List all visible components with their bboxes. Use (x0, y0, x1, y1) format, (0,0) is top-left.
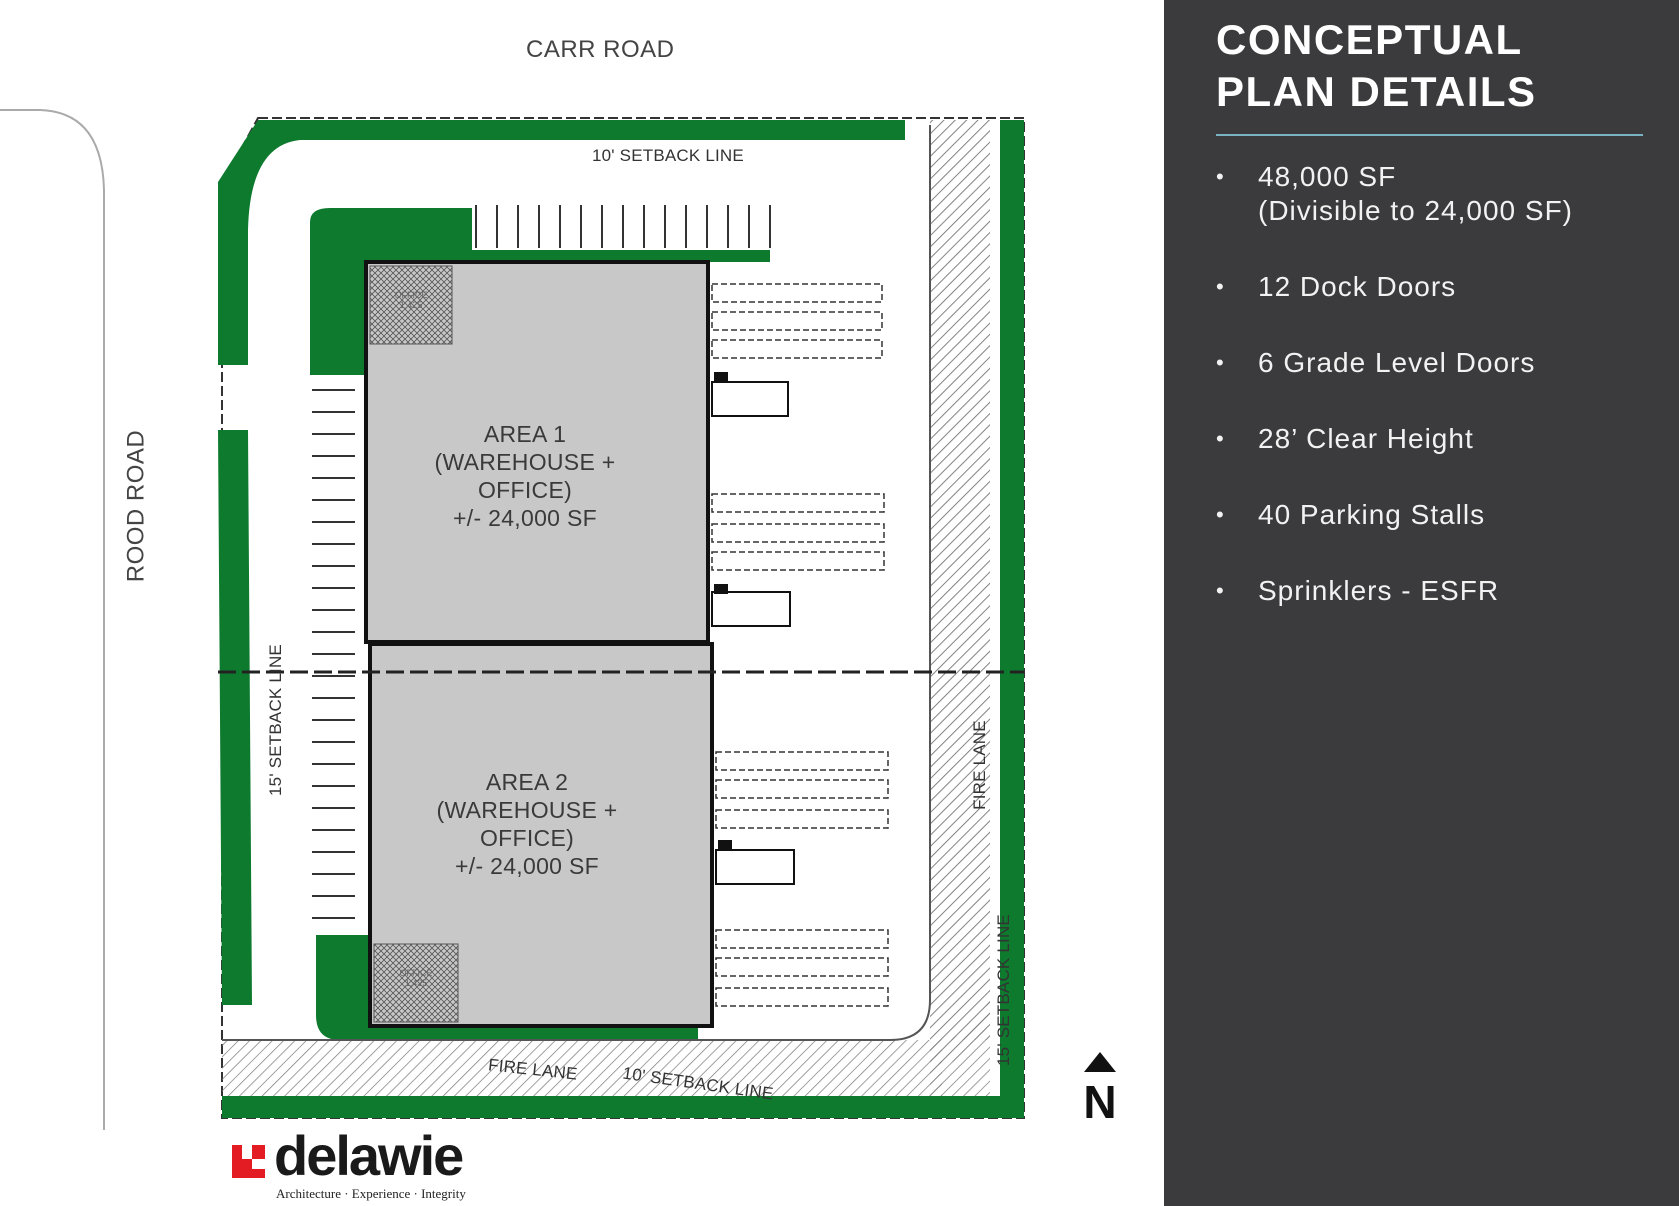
bullet-icon: • (1216, 426, 1225, 451)
north-arrow: N (1080, 1050, 1120, 1125)
grade-level-pads (711, 381, 795, 885)
detail-item-square-footage: • 48,000 SF (Divisible to 24,000 SF) (1216, 160, 1656, 228)
parking-north (475, 205, 771, 248)
area-2-size: +/- 24,000 SF (455, 853, 599, 879)
north-arrow-label: N (1083, 1076, 1117, 1128)
bullet-icon: • (1216, 274, 1225, 299)
landscape-east (1000, 120, 1024, 1118)
area-1-size: +/- 24,000 SF (453, 505, 597, 531)
area-2-label: AREA 2 (WAREHOUSE + OFFICE) +/- 24,000 S… (402, 768, 652, 880)
area-1-use: (WAREHOUSE + (434, 449, 616, 475)
detail-subtext: (Divisible to 24,000 SF) (1258, 195, 1574, 226)
west-setback-label: 15' SETBACK LINE (265, 644, 285, 796)
details-title: CONCEPTUAL PLAN DETAILS (1216, 16, 1537, 115)
east-fire-lane-label: FIRE LANE (969, 720, 989, 810)
area-1-use2: OFFICE) (477, 477, 573, 503)
site-plan: CARR ROAD ROOD ROAD 10' SETBACK LINE 15'… (0, 36, 1120, 1201)
delawie-logo-tagline: Architecture · Experience · Integrity (276, 1186, 466, 1201)
delawie-logo-word: delawie (274, 1124, 464, 1187)
detail-text: Sprinklers - ESFR (1258, 575, 1500, 606)
detail-item-sprinklers: • Sprinklers - ESFR (1216, 574, 1656, 608)
bullet-icon: • (1216, 578, 1225, 603)
delawie-logo: delawie Architecture · Experience · Inte… (232, 1126, 502, 1201)
detail-item-clear-height: • 28’ Clear Height (1216, 422, 1656, 456)
detail-text: 40 Parking Stalls (1258, 499, 1486, 530)
east-setback-label: 15' SETBACK LINE (993, 914, 1013, 1066)
detail-text: 12 Dock Doors (1258, 271, 1457, 302)
parking-west (312, 389, 355, 919)
plan-details-panel: CONCEPTUAL PLAN DETAILS • 48,000 SF (Div… (1164, 0, 1679, 1206)
details-list: • 48,000 SF (Divisible to 24,000 SF) • 1… (1216, 160, 1656, 650)
details-divider (1216, 134, 1643, 136)
landscape-building-southwest (316, 935, 698, 1040)
area-2-name: AREA 2 (485, 769, 569, 795)
detail-text: 48,000 SF (1258, 161, 1397, 192)
landscape-south (222, 1096, 1024, 1118)
carr-road-label: CARR ROAD (526, 36, 675, 63)
office-tag-area-1: OFFICE 1,425 (394, 290, 428, 310)
office-area-1 (369, 265, 453, 345)
site-plan-drawing (0, 109, 1025, 1130)
area-1-label: AREA 1 (WAREHOUSE + OFFICE) +/- 24,000 S… (400, 420, 650, 532)
rood-road-curb (0, 109, 105, 1130)
detail-text: 6 Grade Level Doors (1258, 347, 1536, 378)
fire-lane-south (222, 1040, 942, 1096)
landscape-building-north (310, 208, 770, 375)
office-tag-area-2: OFFICE 1,425 (399, 968, 433, 988)
detail-item-grade-doors: • 6 Grade Level Doors (1216, 346, 1656, 380)
delawie-logo-mark-icon (232, 1145, 265, 1178)
detail-item-parking: • 40 Parking Stalls (1216, 498, 1656, 532)
bullet-icon: • (1216, 164, 1225, 189)
dock-stalls (711, 283, 889, 1007)
rood-road-label: ROOD ROAD (122, 429, 150, 583)
north-setback-label: 10' SETBACK LINE (592, 146, 744, 165)
area-2-use: (WAREHOUSE + (436, 797, 618, 823)
area-1-name: AREA 1 (483, 421, 567, 447)
north-arrow-icon (1084, 1052, 1116, 1072)
landscape-west-lower (218, 430, 252, 1005)
detail-text: 28’ Clear Height (1258, 423, 1474, 454)
bullet-icon: • (1216, 350, 1225, 375)
office-area-2 (373, 943, 459, 1023)
area-2-use2: OFFICE) (479, 825, 575, 851)
detail-item-dock-doors: • 12 Dock Doors (1216, 270, 1656, 304)
bullet-icon: • (1216, 502, 1225, 527)
